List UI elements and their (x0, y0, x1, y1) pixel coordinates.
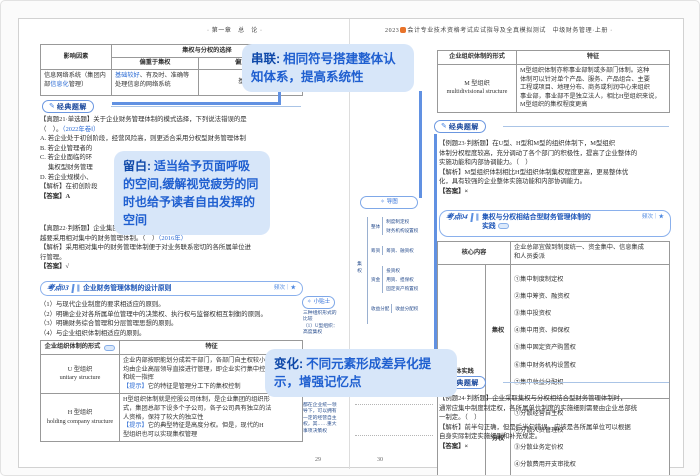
question-analysis: 【解析】在初创阶段 (40, 183, 98, 191)
option-d: D. 若企业规模小、 (40, 173, 93, 181)
topic-title: 企业财务管理体制的设计原则 (83, 285, 172, 292)
question-stem: 【真题21·单选题】关于企业财务管理体制的模式选择，下列说法错误的是 （ ）。（… (40, 116, 247, 133)
badge-rule-line (111, 106, 301, 107)
topic-banner-03: 考点03 ∥ 企业财务管理体制的设计原则 频次｜★ (40, 281, 303, 296)
slash-decoration: ∥ (475, 214, 480, 221)
blue-tag-icon (104, 344, 116, 351)
mindmap-branch: 收益分配 收益分配权 (371, 304, 419, 313)
callout-chain: 串联:相同符号搭建整体认知体系，提高系统性 (242, 44, 414, 92)
mindmap-branch: 整体 制度制定权财务机构设置权 (371, 217, 419, 235)
note-ruled-line (355, 435, 433, 436)
col-header-factor: 影响因素 (63, 52, 89, 60)
cell-centralized-label: 集权 (485, 264, 510, 398)
frequency-stars: 频次｜★ (273, 285, 296, 291)
cell-feature-u: 企业内部按职能划分成若干部门，各部门自主权较小， 均由企业高层领导直接进行管理，… (119, 354, 303, 394)
chapter-running-header: · 第一章 总 论 · (207, 28, 263, 34)
connector-chain-left-horizontal (112, 102, 281, 105)
pencil-icon: ✎ (441, 122, 447, 130)
question-answer: 【答案】× (439, 187, 469, 195)
tip-pill: ✧ 小贴士 (302, 296, 336, 309)
topic-title: 集权与分权相结合型财务管理体制的 实践 (482, 214, 591, 230)
principle-item: （4）与企业组织体制相适应的原则。 (40, 329, 146, 337)
header-org-form: 企业组织体制的形式 (41, 341, 119, 354)
callout-whitespace: 留白:适当给予页面呼吸的空间,缓解视觉疲劳的同时也给予读者自由发挥的空间 (114, 151, 270, 235)
connector-chain-left-vertical (278, 91, 281, 105)
question-analysis: 【解析】前半句正确，但是后半句错误，应该是各所属单位可以根据 自身实际制定实施细… (439, 423, 631, 441)
mindmap-branch: 资金 投资权用资、担保权固定资产购置权 (371, 266, 419, 293)
diamond-icon: ✧ (307, 299, 312, 305)
cell-feature-m: M型组织体制亦称事业部制或多部门体制。这种 体制可以针对单个产品、服务、产品组合… (516, 64, 669, 112)
blue-tag-icon (497, 223, 509, 230)
frequency-stars: 频次｜★ (641, 214, 664, 220)
slash-decoration: ∥ (76, 285, 81, 292)
question-answer: 【答案】√ (40, 263, 70, 271)
page-number-left: 29 (315, 457, 321, 463)
margin-note-continued: 都在企业统一领 导下，可以拥有 一定的经营自主 权，其……重大 事项决策权 (303, 403, 337, 434)
page-number-right: 30 (377, 457, 383, 463)
question-stem: 【例题23·判断题】在U型、H型和M型的组织体制下，M型组织 体制分权程度较高，… (439, 140, 638, 167)
cell-centralized: 基础较好、有及时、准确等处理信息的网络系统 (111, 69, 198, 95)
cell-factor: 信息网络系统（集团内部信息化管理） (41, 69, 111, 95)
cell-decentralized-label: 分权 (485, 397, 510, 475)
topic-number: 考点03 (46, 284, 75, 293)
page-fold-divider (349, 19, 350, 469)
cell-core-text: 企业总部宜做到制度统一、资金集中、信息集成 和人员委派 (510, 242, 669, 264)
mindmap-root: 集权 (356, 261, 361, 275)
principle-item: （3）明确财务综合管理和分层管理思想的原则。 (40, 320, 178, 328)
cell-practice-label: 具体实践 (438, 264, 485, 475)
option-b: B. 若企业管理者的 (40, 144, 93, 152)
connector-chain-right-vertical (419, 91, 422, 198)
cell-feature-h: H型组织体制就是控股公司体制，是企业集团的组织形 式，集团总部下设多个子公司，各… (119, 393, 303, 442)
cell-decentralized-items: ①分散经营自主权 ②分散人员管理权 ③分散业务定价权 ④分散费用开支审批权 (510, 397, 669, 475)
margin-note: 三种组织形式的 比较 （1）U型组织： 高度集权 (303, 311, 338, 336)
classic-badge: ✎ 经典题解 (42, 100, 94, 113)
diamond-icon: ✧ (380, 199, 385, 205)
principles-list: （1）与现代企业制度的要求相适应的原则。 （2）明确企业对各所属单位管理中的决策… (40, 300, 304, 338)
question-answer: 【答案】A (40, 192, 71, 200)
badge-rule-line (503, 382, 669, 383)
exam-question-24: 【例题24·判断题】企业采取集权与分权相结合型财务管理体制时， 通常应集中制度制… (439, 394, 671, 452)
book-spread: · 第一章 总 论 · 影响因素 集权与分权的选择 偏重于集权 偏重于分权 信息… (18, 18, 684, 475)
callout-variation: 变化:不同元素形成差异化提示，增强记忆点 (265, 349, 457, 397)
question-analysis: 【解析】M型组织体制相比H型组织体制集权程度更高，更易整体优 化，具有较强的企业… (439, 168, 629, 186)
header-feature: 特征 (516, 51, 669, 64)
col-header-group: 集权与分权的选择 (111, 45, 302, 57)
topic-banner-04: 考点04 ∥ 集权与分权相结合型财务管理体制的 实践 频次｜★ (439, 210, 671, 237)
col-header-centralized: 偏重于集权 (111, 57, 198, 69)
mindmap-pill: ✧ 导图 (360, 196, 418, 209)
connector-variation-vertical (434, 134, 437, 349)
question-answer: 【答案】× (439, 442, 469, 450)
badge-rule-line (503, 126, 669, 127)
option-c-wrap: 集权型财务管理 (40, 163, 93, 171)
practice-table: 核心内容 企业总部宜做到制度统一、资金集中、信息集成 和人员委派 具体实践 集权… (437, 241, 670, 475)
mindmap-branch: 筹资 筹资、融资权 (371, 246, 414, 255)
cell-centralized-items: ①集中制度制定权 ②集中筹资、融资权 ③集中投资权 ④集中用资、担保权 ⑤集中固… (510, 264, 669, 398)
cell-core-label: 核心内容 (461, 248, 487, 256)
question-stem: 【例题24·判断题】企业采取集权与分权相结合型财务管理体制时， 通常应集中制度制… (439, 395, 638, 422)
classic-badge: ✎ 经典题解 (434, 120, 486, 133)
note-ruled-line (355, 404, 433, 405)
brand-logo-icon (400, 27, 407, 33)
mindmap-tree: 整体 制度制定权财务机构设置权 筹资 筹资、融资权 资金 投资权用资、担保权固定… (367, 217, 437, 324)
topic-number: 考点04 (445, 213, 474, 222)
exam-question-23: 【例题23·判断题】在U型、H型和M型的组织体制下，M型组织 体制分权程度较高，… (439, 139, 671, 197)
option-c: C. 若企业面临的环 (40, 154, 93, 162)
option-a: A. 若企业处于初创阶段，经营风险高，则更适合采用分权型财务管理体制 (40, 135, 246, 143)
question-analysis: 【解析】采用相对集中的财务管理体制便于对业务联系密切的各所属单位进 行管理。 (40, 244, 251, 261)
principle-item: （2）明确企业对各所属单位管理中的决策权、执行权与监督权相互制衡的原则。 (40, 310, 267, 318)
exam-question-21: 【真题21·单选题】关于企业财务管理体制的模式选择，下列说法错误的是 （ ）。（… (40, 115, 304, 201)
header-feature: 特征 (119, 341, 303, 354)
pencil-icon: ✎ (49, 102, 55, 110)
header-org-form: 企业组织体制的形式 (449, 53, 505, 61)
principle-item: （1）与现代企业制度的要求相适应的原则。 (40, 301, 165, 308)
